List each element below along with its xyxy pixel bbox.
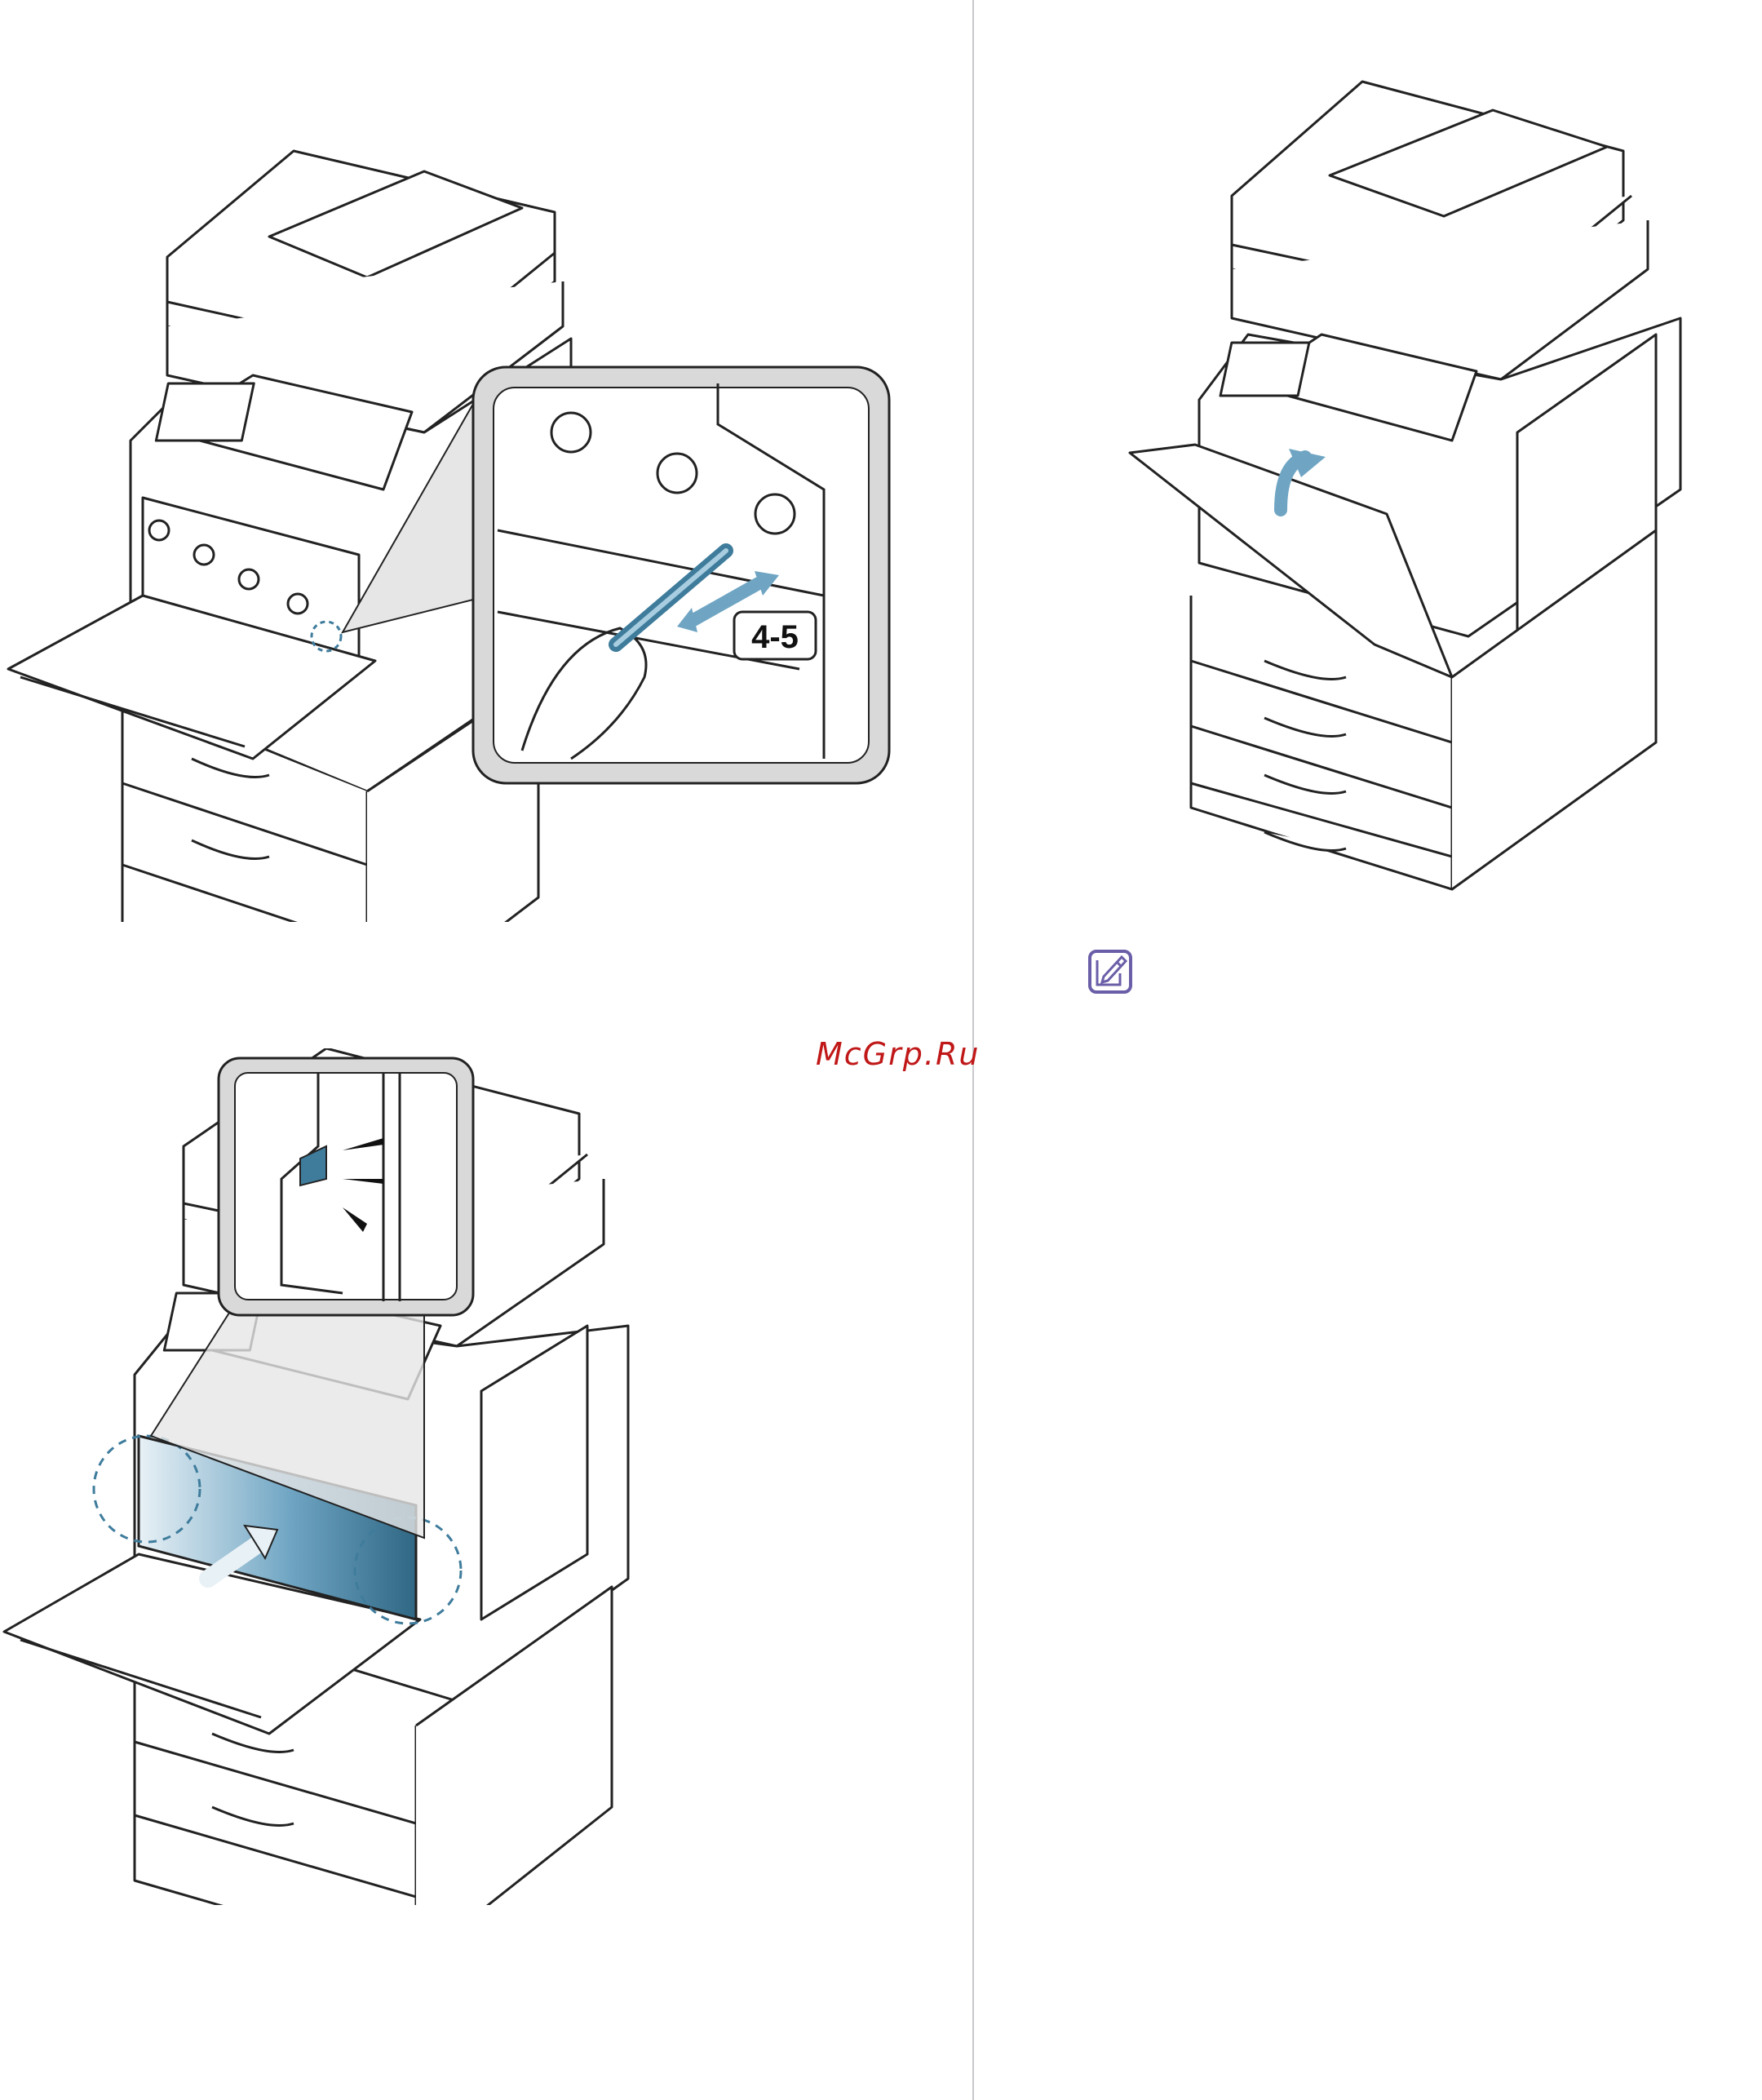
step-badge-label: 4-5 (751, 619, 799, 655)
figure-insert-waste-toner-illustration (0, 1048, 653, 1905)
figure-clean-charger-illustration: 4-5 (0, 139, 905, 922)
figure-close-front-door-illustration (1126, 73, 1697, 938)
watermark-text: McGrp.Ru (816, 1036, 980, 1072)
note-icon (1087, 949, 1133, 995)
